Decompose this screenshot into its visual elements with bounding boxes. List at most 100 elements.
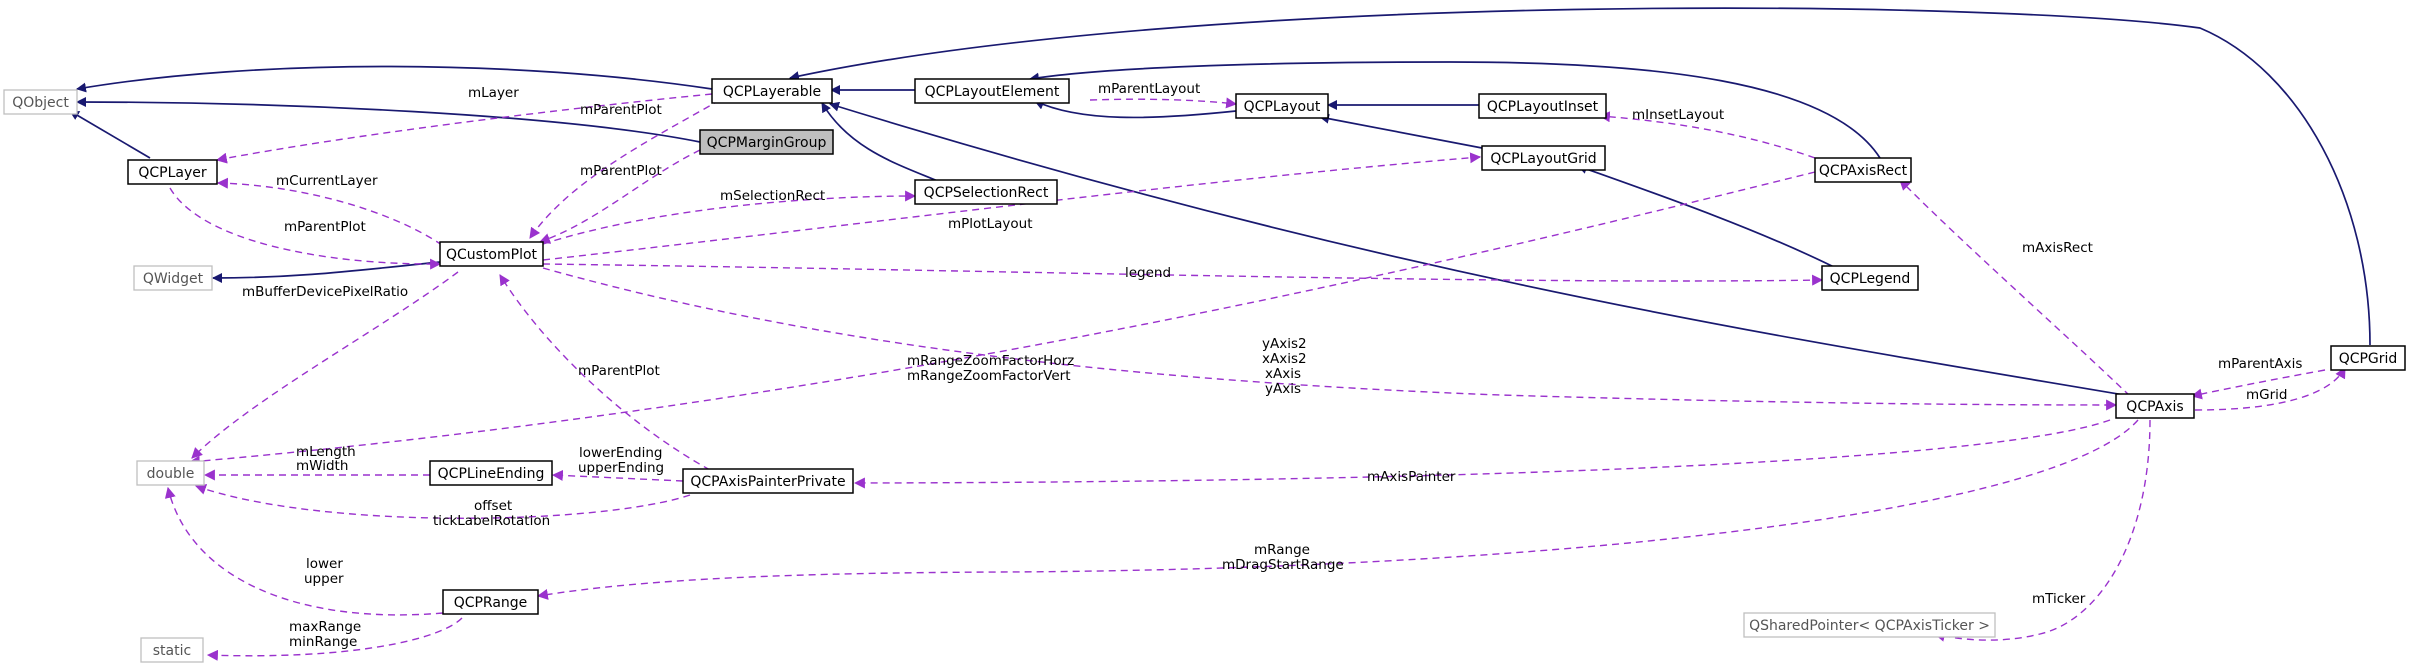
edge-axes — [542, 267, 2118, 411]
label-mlayer: mLayer — [468, 85, 519, 101]
edge-mcurrentlayer — [216, 177, 443, 246]
edge-mparentaxis — [2190, 369, 2326, 400]
node-qsharedpointer-label: QSharedPointer< QCPAxisTicker > — [1749, 618, 1990, 634]
label-xaxis2: xAxis2 — [1262, 351, 1307, 367]
label-mbufferdevicepixelratio: mBufferDevicePixelRatio — [242, 284, 408, 300]
label-mselectionrect: mSelectionRect — [720, 188, 825, 204]
label-mparentlayout: mParentLayout — [1098, 81, 1200, 97]
node-qcplayer[interactable]: QCPLayer — [127, 159, 218, 185]
label-mcurrentlayer: mCurrentLayer — [276, 173, 378, 189]
edge-legend-layoutgrid — [1577, 164, 1841, 271]
label-mparentplot-margingroup: mParentPlot — [580, 163, 662, 179]
edge-axisrect-layoutelement — [1029, 61, 1881, 159]
edge-offset-ticklabelrotation — [194, 484, 691, 519]
label-legend: legend — [1125, 265, 1171, 281]
label-yaxis: yAxis — [1265, 381, 1301, 397]
node-double[interactable]: double — [136, 460, 205, 486]
node-qcplegend[interactable]: QCPLegend — [1821, 265, 1919, 291]
node-qcpselectionrect-label: QCPSelectionRect — [924, 185, 1049, 201]
node-qcplineending[interactable]: QCPLineEnding — [429, 460, 553, 486]
node-qcpaxis-label: QCPAxis — [2126, 399, 2183, 415]
label-mlength: mLength — [296, 444, 356, 460]
label-mgrid: mGrid — [2246, 387, 2287, 403]
label-mparentplot-painter: mParentPlot — [578, 363, 660, 379]
node-qcplayerable-label: QCPLayerable — [723, 84, 821, 100]
node-qcpaxispainterprivate[interactable]: QCPAxisPainterPrivate — [682, 468, 854, 494]
node-qcustomplot[interactable]: QCustomPlot — [439, 241, 544, 267]
label-mticker: mTicker — [2032, 591, 2086, 607]
label-mplotlayout: mPlotLayout — [948, 216, 1033, 232]
node-qcpmargingroup-label: QCPMarginGroup — [707, 135, 827, 151]
node-qcpaxispainterprivate-label: QCPAxisPainterPrivate — [690, 474, 845, 490]
edge-maxrange-minrange — [206, 617, 463, 661]
label-yaxis2: yAxis2 — [1262, 336, 1307, 352]
edge-mselectionrect — [542, 190, 917, 245]
node-qcpselectionrect[interactable]: QCPSelectionRect — [914, 179, 1058, 205]
label-lowerending: lowerEnding — [579, 445, 662, 461]
edge-lower-upper-ending — [551, 469, 684, 482]
node-double-label: double — [147, 466, 195, 482]
node-qobject[interactable]: QObject — [3, 89, 78, 115]
node-qcpgrid[interactable]: QCPGrid — [2330, 345, 2406, 371]
edge-margingroup-qobject — [76, 97, 701, 143]
usage-edges — [164, 93, 2346, 661]
label-upper: upper — [304, 571, 344, 587]
edge-mplotlayout — [542, 152, 1482, 261]
edge-legend — [542, 263, 1824, 286]
node-static[interactable]: static — [140, 637, 204, 663]
inheritance-edges — [69, 7, 2371, 397]
node-qcpaxis[interactable]: QCPAxis — [2115, 393, 2195, 419]
label-mrange: mRange — [1254, 542, 1310, 558]
node-qcplayout[interactable]: QCPLayout — [1235, 93, 1329, 119]
label-offset: offset — [474, 498, 512, 514]
label-maxispainter: mAxisPainter — [1367, 469, 1456, 485]
edge-mparentplot-margingroup — [538, 149, 701, 244]
node-qcustomplot-label: QCustomPlot — [446, 247, 538, 263]
node-qcplegend-label: QCPLegend — [1830, 271, 1911, 287]
label-ticklabelrotation: tickLabelRotation — [433, 513, 550, 529]
node-qobject-label: QObject — [12, 95, 69, 111]
nodes: QObject QCPLayerable QCPLayoutElement QC… — [3, 78, 2406, 663]
edge-lower-upper — [164, 486, 444, 616]
node-qcplayoutgrid-label: QCPLayoutGrid — [1490, 151, 1596, 167]
node-qcpgrid-label: QCPGrid — [2339, 351, 2398, 367]
edge-mticker — [1933, 419, 2151, 642]
node-qwidget-label: QWidget — [143, 271, 204, 287]
node-qcplayout-label: QCPLayout — [1244, 99, 1321, 115]
edge-maxisrect — [1899, 179, 2131, 397]
edge-selectionrect-layerable — [821, 102, 941, 183]
node-qcplayerable[interactable]: QCPLayerable — [711, 78, 833, 104]
node-qcprange[interactable]: QCPRange — [442, 589, 539, 615]
label-mdragstartrange: mDragStartRange — [1222, 557, 1344, 573]
node-qwidget[interactable]: QWidget — [133, 265, 213, 291]
node-qcplayoutelement-label: QCPLayoutElement — [925, 84, 1060, 100]
edge-mparentplot-painter — [499, 274, 711, 471]
label-xaxis: xAxis — [1265, 366, 1301, 382]
edge-layerable-qobject — [76, 65, 713, 93]
label-zoom-vert: mRangeZoomFactorVert — [907, 368, 1071, 384]
node-qcpaxisrect[interactable]: QCPAxisRect — [1814, 157, 1912, 183]
label-zoom-horz: mRangeZoomFactorHorz — [907, 353, 1074, 369]
label-minsetlayout: mInsetLayout — [1632, 107, 1724, 123]
label-mparentplot-layer: mParentPlot — [284, 219, 366, 235]
edge-mparentlayout — [1089, 97, 1238, 109]
label-lower: lower — [306, 556, 343, 572]
node-qcprange-label: QCPRange — [454, 595, 528, 611]
edge-mrange — [536, 419, 2139, 600]
edge-maxispainter — [853, 419, 2111, 489]
edge-grid-layerable — [789, 7, 2371, 346]
label-upperending: upperEnding — [578, 460, 664, 476]
node-qcplayoutelement[interactable]: QCPLayoutElement — [914, 78, 1070, 104]
node-qcpmargingroup[interactable]: QCPMarginGroup — [699, 129, 834, 155]
node-qcpaxisrect-label: QCPAxisRect — [1819, 163, 1908, 179]
node-qcplayoutgrid[interactable]: QCPLayoutGrid — [1481, 145, 1606, 171]
node-qcplayer-label: QCPLayer — [138, 165, 207, 181]
edge-mgrid — [2194, 367, 2346, 411]
node-qcplayoutinset[interactable]: QCPLayoutInset — [1478, 93, 1607, 119]
edge-mbufferdevicepixelratio — [191, 271, 459, 459]
edge-mparentplot-layer — [169, 187, 442, 270]
edge-axis-layerable — [829, 101, 2131, 397]
edge-mparentplot-layerable — [529, 99, 721, 239]
edge-mrangezoomfactor — [188, 171, 1816, 467]
node-qsharedpointer[interactable]: QSharedPointer< QCPAxisTicker > — [1743, 612, 1996, 638]
